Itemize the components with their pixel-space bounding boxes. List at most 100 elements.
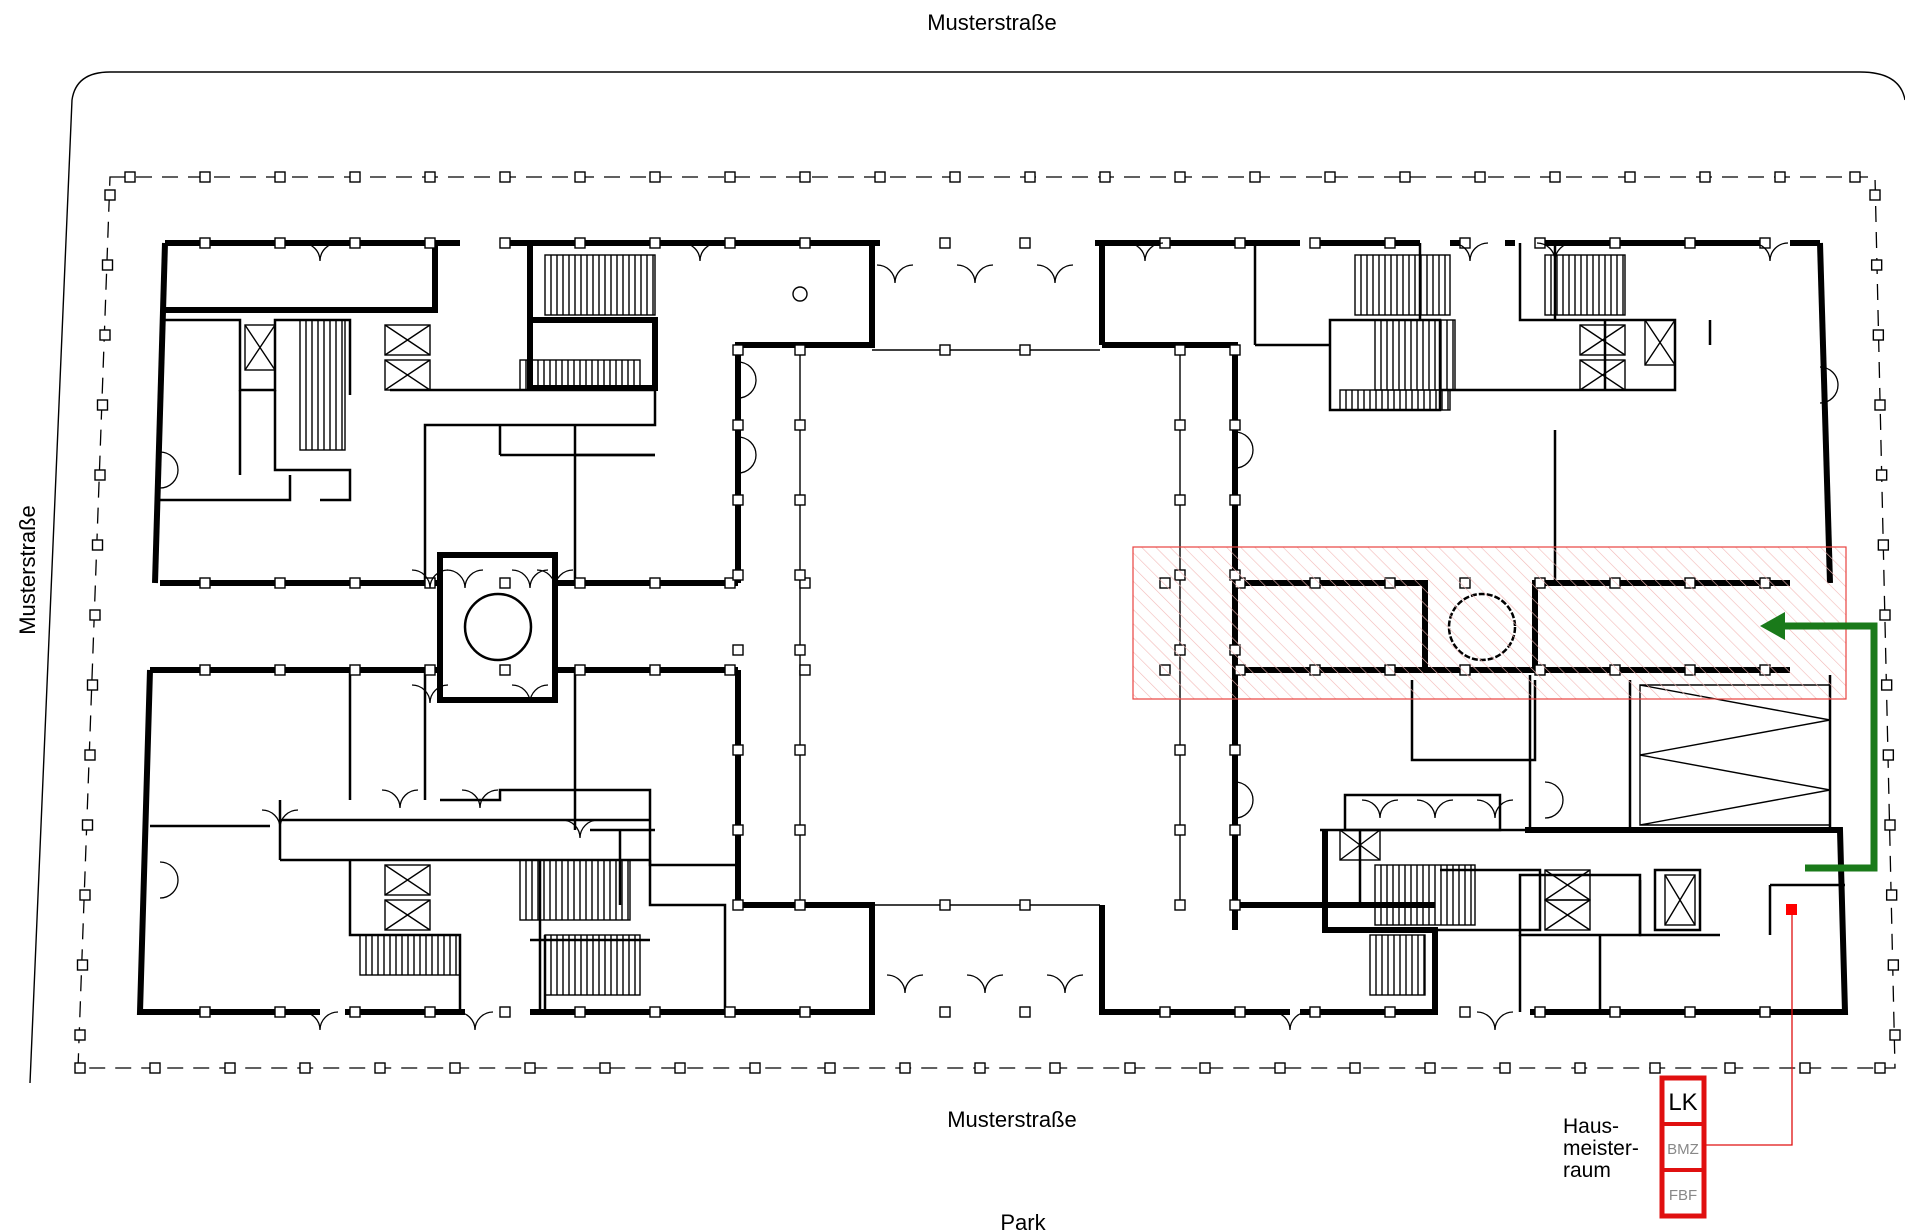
stair-block	[1374, 864, 1476, 926]
fence-post	[1724, 1062, 1736, 1074]
column	[794, 494, 806, 506]
column	[349, 577, 361, 589]
column	[274, 237, 286, 249]
lift-cross	[384, 324, 431, 356]
column	[794, 344, 806, 356]
column	[794, 899, 806, 911]
fence-post	[424, 171, 436, 183]
street-label-bottom: Musterstraße	[947, 1107, 1077, 1132]
column	[1174, 419, 1186, 431]
fence-post	[349, 171, 361, 183]
lift-cross	[1579, 359, 1626, 391]
fence-post	[1849, 171, 1861, 183]
lift-shaft	[1664, 874, 1696, 926]
column	[574, 237, 586, 249]
fence-post	[81, 819, 94, 831]
column	[724, 237, 736, 249]
fence-post	[1887, 959, 1900, 971]
column	[1234, 237, 1246, 249]
column	[274, 577, 286, 589]
lift-shaft	[384, 899, 431, 931]
room-label-line3: raum	[1563, 1159, 1611, 1182]
column	[1459, 1006, 1471, 1018]
lift-shaft	[384, 324, 431, 356]
column	[1019, 899, 1031, 911]
column	[1384, 237, 1396, 249]
fence-post	[1877, 539, 1890, 551]
fence-post	[524, 1062, 536, 1074]
door-swing	[301, 242, 339, 262]
fence-post	[104, 189, 116, 201]
fence-post	[1874, 399, 1886, 411]
column	[1229, 899, 1241, 911]
column	[349, 664, 361, 676]
fence-post	[749, 1062, 761, 1074]
fence-post	[1889, 1029, 1901, 1041]
door-swing	[536, 569, 574, 589]
panel-fbf-label: FBF	[1669, 1187, 1697, 1204]
fence-post	[84, 749, 96, 761]
fence-posts	[74, 171, 1901, 1074]
door-swing	[511, 684, 549, 704]
site-boundary	[29, 71, 1905, 1084]
door-swing	[381, 789, 419, 809]
column	[1019, 237, 1031, 249]
column	[499, 664, 511, 676]
fence-post	[199, 171, 211, 183]
stair-block	[1544, 254, 1626, 316]
fence-post	[1799, 1062, 1811, 1074]
fence-post	[1574, 1062, 1586, 1074]
fence-post	[1199, 1062, 1211, 1074]
column	[199, 237, 211, 249]
column	[939, 1006, 951, 1018]
fence-post	[949, 171, 961, 183]
alarm-connection-line	[1702, 915, 1793, 1146]
room-label-line2: meister-	[1563, 1137, 1639, 1160]
column	[794, 569, 806, 581]
fence-post	[1774, 171, 1786, 183]
fence-post	[1174, 171, 1186, 183]
fence-post	[124, 171, 136, 183]
panel-lk-label: LK	[1668, 1089, 1697, 1116]
column	[1019, 1006, 1031, 1018]
lift-shaft	[1579, 324, 1626, 356]
fence-post	[824, 1062, 836, 1074]
fence-post	[799, 171, 811, 183]
column	[724, 1006, 736, 1018]
lift-cross	[244, 324, 276, 371]
lift-cross	[1664, 874, 1696, 926]
central-hall	[738, 240, 1181, 1012]
column	[574, 577, 586, 589]
fence-post	[1699, 171, 1711, 183]
fence-post	[1099, 171, 1111, 183]
door-swing	[1036, 264, 1074, 284]
column	[732, 899, 744, 911]
door-swing	[1234, 781, 1254, 819]
lift-shaft	[1339, 829, 1381, 861]
door-swing	[411, 684, 449, 704]
door-swing	[737, 361, 757, 399]
column	[1459, 237, 1471, 249]
fence-post	[1474, 171, 1486, 183]
stairs	[244, 254, 1831, 996]
column	[1534, 1006, 1546, 1018]
fence-post	[1049, 1062, 1061, 1074]
fence-post	[74, 1029, 86, 1041]
column	[1174, 344, 1186, 356]
street-label-top: Musterstraße	[927, 10, 1057, 35]
fence-post	[874, 171, 886, 183]
stair-block	[359, 934, 461, 976]
door-swing	[886, 974, 924, 994]
column	[794, 644, 806, 656]
lift-cross	[384, 359, 431, 391]
door-swing	[681, 242, 719, 262]
fence-post	[1399, 171, 1411, 183]
column	[199, 664, 211, 676]
ramp	[1639, 684, 1831, 826]
column	[424, 237, 436, 249]
fence-post	[1549, 171, 1561, 183]
column	[1229, 344, 1241, 356]
fence-post	[94, 469, 106, 481]
door-swing	[1451, 242, 1489, 262]
fence-post	[649, 171, 661, 183]
